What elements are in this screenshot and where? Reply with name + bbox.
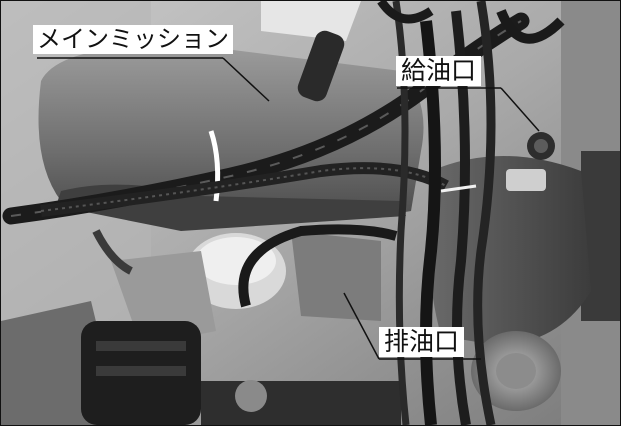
cable-bundle-1 xyxy=(420,20,441,425)
oil-drain-port-label: 排油口 xyxy=(379,327,465,357)
main-transmission-label: メインミッション xyxy=(33,25,233,54)
oil-fill-port-label: 給油口 xyxy=(396,56,482,86)
pump-hose xyxy=(238,224,398,308)
drain-area xyxy=(291,231,381,321)
